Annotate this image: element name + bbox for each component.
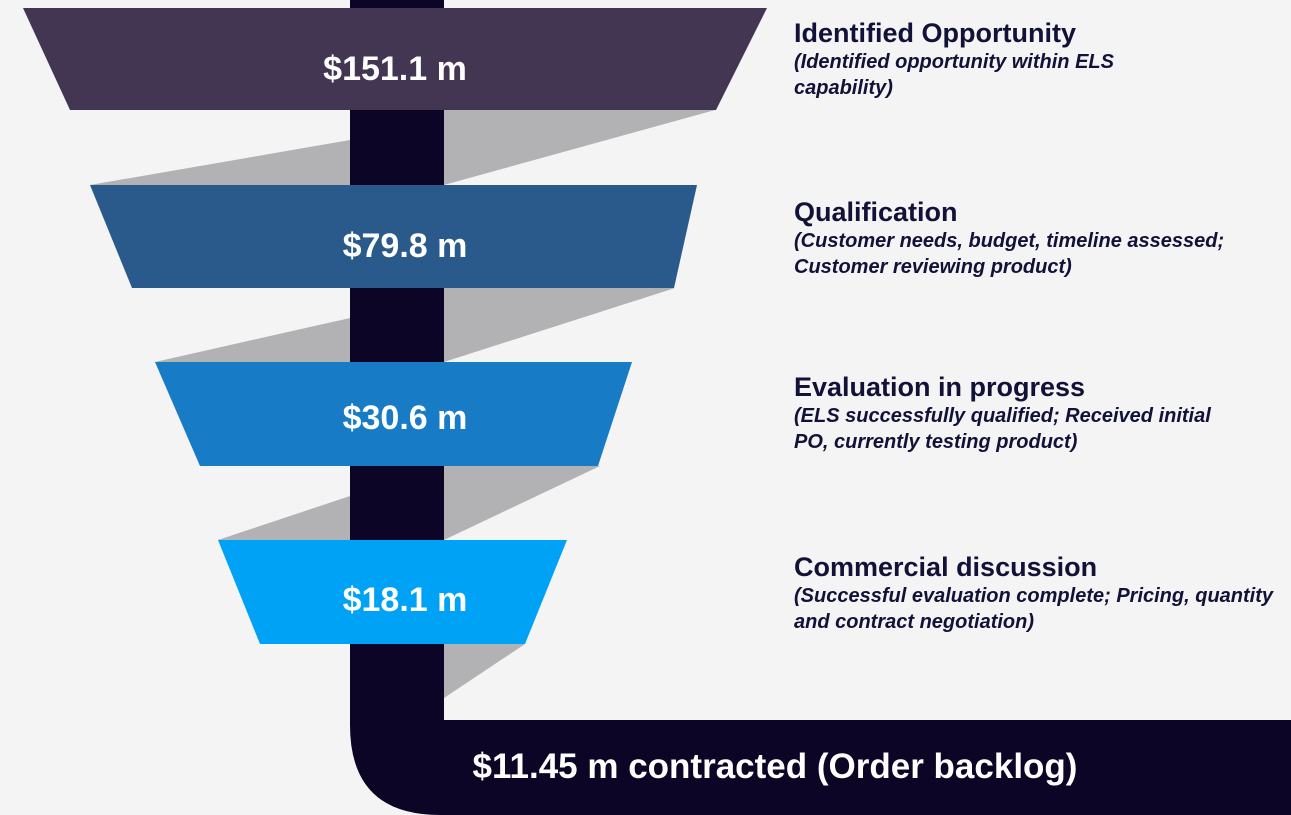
stage-3-title: Evaluation in progress	[794, 372, 1086, 402]
pipe-vertical	[350, 0, 1291, 815]
stage-1-title: Identified Opportunity	[794, 18, 1076, 48]
connector-2-left	[155, 318, 350, 362]
connector-1-left	[90, 140, 350, 185]
stage-4-title: Commercial discussion	[794, 552, 1098, 582]
funnel-stage-4	[218, 540, 567, 644]
connector-3	[444, 466, 600, 540]
funnel-stage-1	[23, 8, 767, 110]
stage-2-text: Qualification (Customer needs, budget, t…	[794, 197, 1284, 280]
connector-3-left	[218, 496, 350, 540]
funnel-stage-3	[155, 362, 632, 466]
stage-1-value: $151.1 m	[323, 50, 467, 88]
stage-2-description: (Customer needs, budget, timeline assess…	[794, 230, 1225, 278]
stage-1-text: Identified Opportunity (Identified oppor…	[794, 18, 1284, 101]
connector-4	[444, 644, 525, 698]
stage-3-value: $30.6 m	[342, 399, 468, 437]
stage-3-description: (ELS successfully qualified; Received in…	[794, 405, 1211, 453]
stage-1-description: (Identified opportunity within ELS capab…	[794, 51, 1114, 99]
connector-2	[444, 288, 675, 362]
stage-4-description: (Successful evaluation complete; Pricing…	[794, 585, 1273, 633]
connector-1	[444, 110, 715, 185]
funnel-stage-2	[90, 185, 697, 288]
stage-4-value: $18.1 m	[342, 581, 468, 619]
contracted-backlog-label: $11.45 m contracted (Order backlog)	[472, 747, 1078, 786]
stage-2-value: $79.8 m	[342, 227, 468, 265]
stage-2-title: Qualification	[794, 197, 958, 227]
stage-3-text: Evaluation in progress (ELS successfully…	[794, 372, 1284, 455]
stage-4-text: Commercial discussion (Successful evalua…	[794, 552, 1284, 635]
